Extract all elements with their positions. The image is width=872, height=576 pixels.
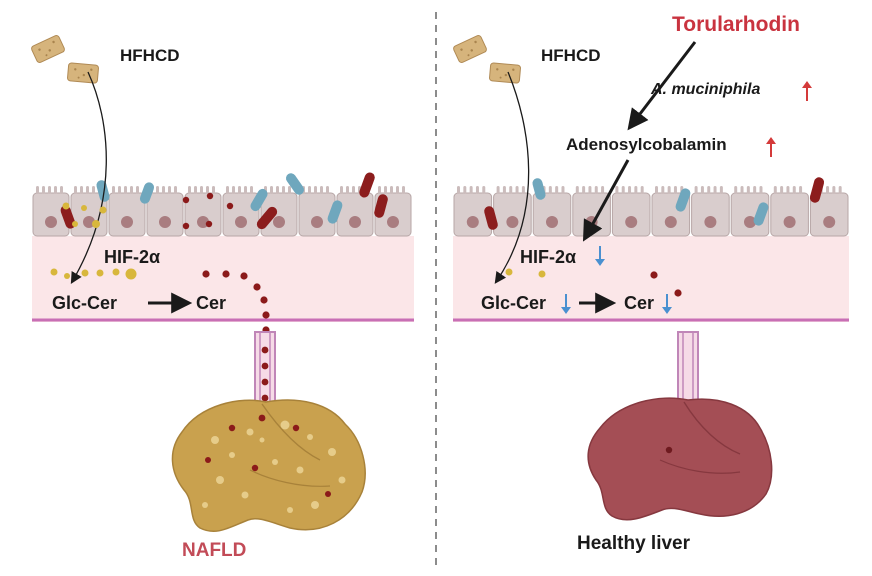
epithelial-cell-icon (108, 186, 146, 237)
blood-vessel-icon (254, 331, 276, 413)
epithelial-cell-icon (222, 186, 260, 237)
diet-to-glccer-arrow (70, 71, 107, 285)
epithelial-cell-icon (184, 186, 222, 237)
diet-label: HFHCD (120, 46, 180, 65)
ceramide-dots-epithelium (182, 192, 234, 230)
epithelial-cell-icon (691, 186, 730, 237)
treatment-label: Torularhodin (672, 13, 800, 36)
outcome-label: Healthy liver (577, 533, 691, 554)
lamina-propria-band (32, 236, 414, 322)
diet-label: HFHCD (541, 46, 601, 65)
glccer-label: Glc-Cer (481, 293, 546, 313)
epithelial-cell-icon (809, 186, 849, 237)
blood-vessel-icon (677, 331, 699, 403)
epithelial-cell-icon (336, 186, 374, 237)
epithelial-cell-row (32, 186, 412, 237)
bacterium-label: A. muciniphila (650, 81, 760, 98)
decrease-arrow-icon (595, 246, 605, 266)
increase-arrow-icon (766, 137, 776, 157)
epithelial-cell-icon (298, 186, 336, 237)
cer-label: Cer (196, 293, 226, 313)
epithelial-cell-icon (453, 186, 493, 237)
right-panel: HFHCD Torularhodin A. muciniphila Adenos… (452, 13, 849, 554)
outcome-label: NAFLD (182, 540, 246, 561)
diet-to-glccer-arrow (494, 71, 530, 284)
glucosylceramide-dots (505, 268, 546, 278)
glucosylceramide-dots (50, 202, 137, 280)
epithelial-cell-icon (146, 186, 184, 237)
metabolite-label: Adenosylcobalamin (566, 135, 727, 154)
ceramide-dot-trail (202, 270, 270, 334)
ceramide-dot (674, 289, 682, 297)
liver-icon (171, 399, 366, 532)
increase-arrow-icon (802, 81, 812, 101)
hif-label: HIF-2α (104, 247, 160, 267)
glccer-label: Glc-Cer (52, 293, 117, 313)
liver-icon (587, 397, 773, 521)
epithelial-cell-icon (32, 186, 70, 237)
food-pellet-icon (30, 34, 100, 84)
ceramide-dot (650, 271, 658, 279)
epithelial-cell-row (453, 186, 849, 237)
decrease-arrow-icon (561, 294, 571, 314)
decrease-arrow-icon (662, 294, 672, 314)
epithelial-cell-icon (770, 186, 809, 237)
epithelial-cell-icon (611, 186, 651, 237)
left-panel: HFHCD HIF-2α Glc-Cer Cer (30, 34, 414, 561)
metabolite-to-hif-arrow (582, 159, 630, 242)
bacteria-icon (60, 172, 388, 230)
lamina-propria-band (453, 236, 849, 322)
hif-label: HIF-2α (520, 247, 576, 267)
cer-label: Cer (624, 293, 654, 313)
bacteria-icon (484, 177, 825, 230)
food-pellet-icon (452, 34, 522, 84)
treatment-to-bacterium-arrow (627, 41, 697, 131)
